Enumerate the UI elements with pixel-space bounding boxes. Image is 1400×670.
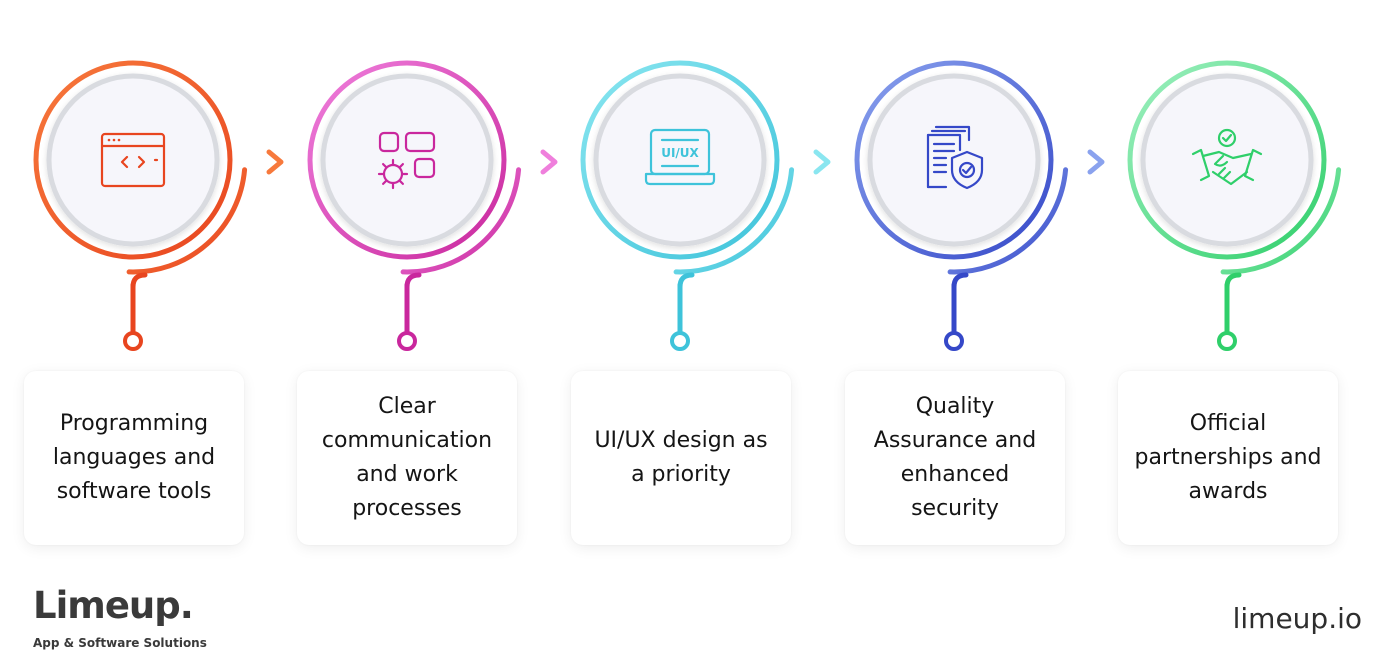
step-card-1: Programming languages and software tools <box>24 371 244 545</box>
step-node-4 <box>854 60 1105 351</box>
connector-dot <box>1217 331 1237 351</box>
step-label: Programming languages and software tools <box>52 411 216 504</box>
modules-gear-icon <box>377 131 436 190</box>
inner-disc <box>1140 73 1314 247</box>
inner-disc <box>593 73 767 247</box>
step-node-5 <box>1127 60 1342 351</box>
step-card-2: Clear communication and work processes <box>297 371 517 545</box>
code-window-icon <box>100 132 166 188</box>
step-label: Clear communication and work processes <box>321 394 493 521</box>
website-url: limeup.io <box>1232 602 1362 635</box>
step-card-5: Official partnerships and awards <box>1118 371 1338 545</box>
outer-arc <box>947 167 1069 275</box>
documents-shield-icon <box>926 125 984 190</box>
outer-arc <box>126 167 248 275</box>
outer-arc <box>400 167 522 275</box>
step-node-2 <box>307 60 558 351</box>
inner-disc <box>46 73 220 247</box>
step-node-3: UI/UX <box>580 60 831 351</box>
step-node-1 <box>33 60 284 351</box>
step-card-4: Quality Assurance and enhanced security <box>845 371 1065 545</box>
handshake-check-icon <box>1191 128 1263 186</box>
connector-dot <box>123 331 143 351</box>
step-label: Official partnerships and awards <box>1134 411 1322 504</box>
step-card-3: UI/UX design as a priority <box>571 371 791 545</box>
connector-dot <box>670 331 690 351</box>
brand-name: Limeup. <box>33 584 194 627</box>
connector-dot <box>397 331 417 351</box>
outer-arc <box>673 167 795 275</box>
inner-disc <box>320 73 494 247</box>
step-label: UI/UX design as a priority <box>594 428 768 487</box>
step-label: Quality Assurance and enhanced security <box>873 394 1037 521</box>
laptop-uiux-icon: UI/UX <box>644 128 716 186</box>
brand-tagline: App & Software Solutions <box>33 636 207 650</box>
connector-dot <box>944 331 964 351</box>
inner-disc <box>867 73 1041 247</box>
outer-arc <box>1220 167 1342 275</box>
brand-logo: Limeup. App & Software Solutions <box>33 584 207 650</box>
uiux-icon-text: UI/UX <box>661 146 699 160</box>
process-diagram: UI/UX <box>33 60 1342 351</box>
